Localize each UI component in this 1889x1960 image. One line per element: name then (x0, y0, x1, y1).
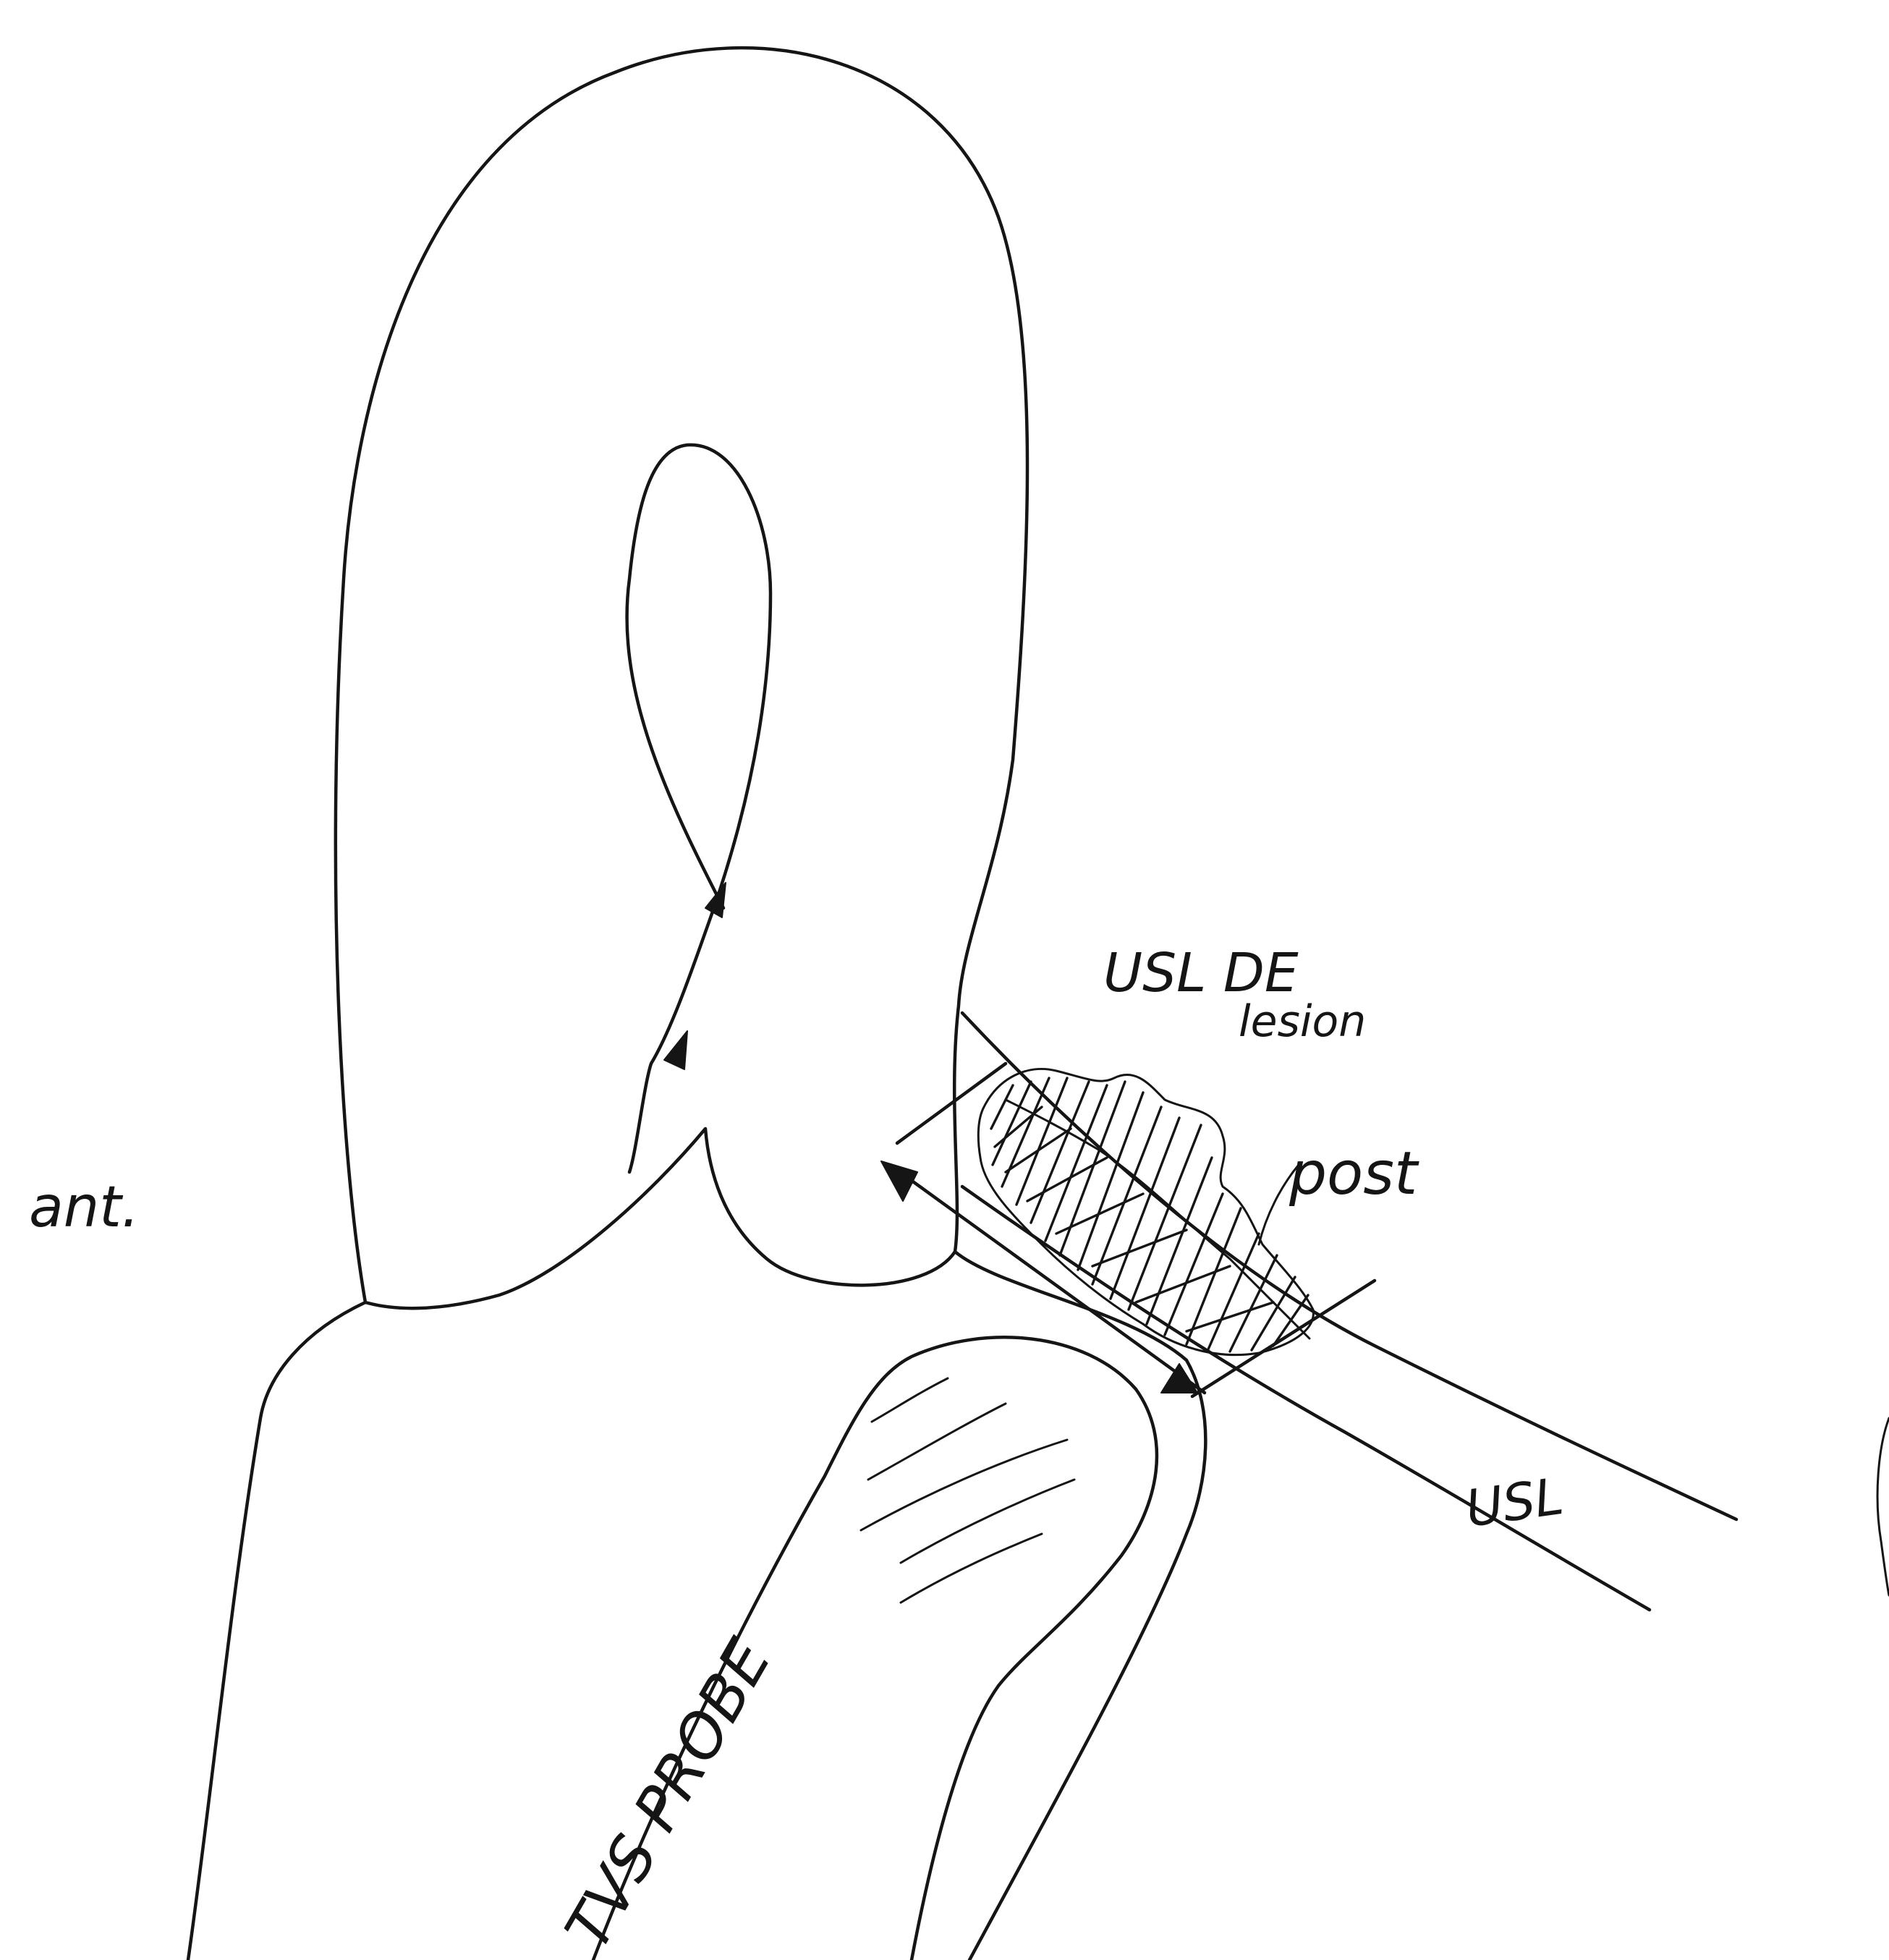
edge-arc-partial (1877, 1418, 1889, 1595)
probe-hatch-3 (861, 1440, 1067, 1530)
usl-extent-line (897, 1064, 1006, 1143)
cervical-arrow-up (664, 1031, 687, 1069)
label-lesion-line1: USL DE (1103, 942, 1299, 1004)
uterine-cavity (627, 445, 771, 912)
vaginal-wall-left (188, 1302, 365, 1960)
tvs-probe-outline (593, 1337, 1157, 1960)
uterus-outline (336, 48, 1027, 1308)
probe-hatch-2 (868, 1404, 1006, 1480)
probe-hatch-4 (901, 1480, 1074, 1563)
label-probe: TVS PROBE (551, 1628, 784, 1960)
measure-arrow-start (881, 1161, 917, 1201)
vaginal-wall-right (955, 1252, 1205, 1960)
probe-hatch-1 (872, 1378, 948, 1422)
label-anterior: ant. (29, 1175, 140, 1240)
cervical-arrow-down (705, 883, 726, 917)
usl-band-lower (962, 1187, 1650, 1610)
label-lesion-line2: lesion (1239, 996, 1366, 1047)
probe-hatch-5 (901, 1534, 1042, 1603)
label-posterior: post (1289, 1140, 1419, 1208)
label-usl: USL (1462, 1467, 1567, 1539)
